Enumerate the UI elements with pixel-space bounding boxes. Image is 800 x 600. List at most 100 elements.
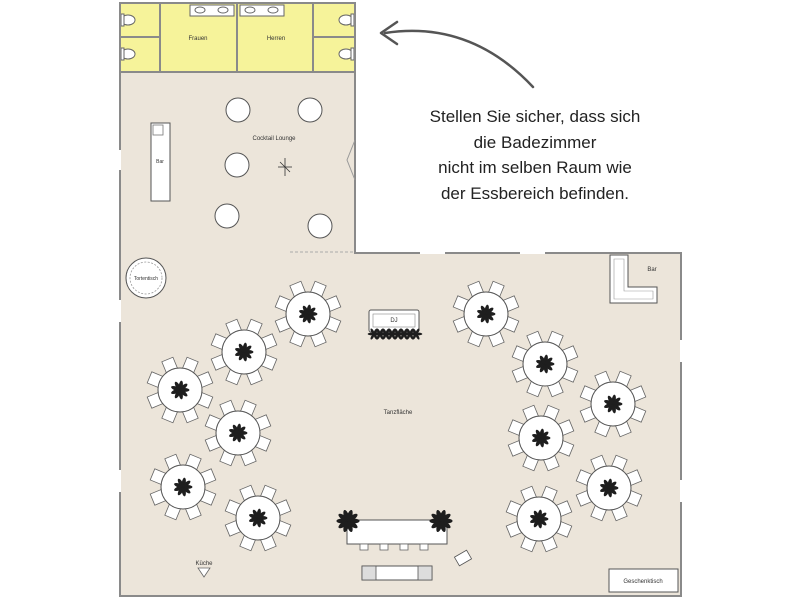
plant-leaf <box>604 399 614 405</box>
centerpiece-plant <box>604 394 623 414</box>
round-table <box>575 454 643 522</box>
round-table <box>210 318 278 386</box>
wall-windows <box>119 150 682 502</box>
plant-leaf <box>600 483 610 489</box>
plant-leaf <box>477 309 487 315</box>
plant-leaf <box>409 328 414 335</box>
plant-leaf <box>397 328 402 335</box>
plant-leaf <box>406 333 411 340</box>
round-table <box>274 280 342 348</box>
centerpiece-plant <box>532 428 551 448</box>
plant-leaf <box>532 433 542 439</box>
plant-leaf <box>538 512 547 520</box>
round-table <box>505 485 573 553</box>
dj-label: DJ <box>390 318 397 324</box>
dance-floor-label: Tanzfläche <box>384 410 413 416</box>
plant-leaf <box>540 431 549 439</box>
plant-leaf <box>376 328 381 335</box>
plant-leaf <box>257 511 266 519</box>
plant-leaf <box>347 513 358 522</box>
plant-leaf <box>379 333 384 340</box>
round-tables <box>146 280 647 553</box>
callout-arrowhead <box>379 20 399 46</box>
plant-leaf <box>382 328 387 335</box>
plant-leaf <box>415 333 420 340</box>
dj-plants <box>367 328 423 340</box>
plant-leaf <box>179 383 188 391</box>
round-table <box>149 453 217 521</box>
men-restroom-label: Herren <box>267 36 285 42</box>
centerpiece-plant <box>477 304 496 324</box>
round-table <box>579 370 647 438</box>
plant-leaf <box>235 347 245 353</box>
plant-leaf <box>485 307 494 315</box>
plant-leaf <box>394 328 399 335</box>
plant-leaf <box>171 385 181 391</box>
callout-arrow <box>383 29 535 89</box>
head-table-chairs <box>359 543 429 551</box>
plant-leaf <box>376 333 381 340</box>
sink-counters <box>189 4 285 17</box>
plant-leaf <box>382 333 387 340</box>
callout-line: nicht im selben Raum wie <box>438 158 632 177</box>
centerpiece-plant <box>536 354 555 374</box>
plant-leaf <box>391 328 396 335</box>
plant-leaf <box>388 328 393 335</box>
plant-leaf <box>388 333 393 340</box>
bar-right-label: Bar <box>647 267 656 273</box>
plant-leaf <box>379 328 384 335</box>
plant-leaf <box>299 309 309 315</box>
restroom-partitions <box>120 3 355 72</box>
lounge-door <box>346 139 356 181</box>
plant-leaf <box>182 480 191 488</box>
plant-leaf <box>174 482 184 488</box>
head-table-plants <box>336 509 453 533</box>
round-table <box>452 280 520 348</box>
cocktail-lounge-label: Cocktail Lounge <box>252 136 296 142</box>
round-table <box>507 404 575 472</box>
bar-left-label: Bar <box>156 159 164 165</box>
kitchen-door <box>197 567 211 578</box>
callout-line: Stellen Sie sicher, dass sich <box>429 107 641 126</box>
callout-note: Stellen Sie sicher, dass sich die Badezi… <box>400 104 670 206</box>
gift-table <box>608 568 679 593</box>
plant-leaf <box>406 328 411 335</box>
centerpiece-plant <box>600 478 619 498</box>
plant-leaf <box>412 328 417 335</box>
kitchen-label: Küche <box>195 561 213 567</box>
plant-leaf <box>229 428 239 434</box>
plant-leaf <box>608 481 617 489</box>
plant-leaf <box>612 397 621 405</box>
cake-table <box>125 257 167 299</box>
round-table <box>224 484 292 552</box>
round-table <box>146 356 214 424</box>
centerpiece-plant <box>174 477 193 497</box>
round-table <box>511 330 579 398</box>
plant-leaf <box>373 328 378 335</box>
plant-leaf <box>370 333 375 340</box>
centerpiece-plant <box>249 508 268 528</box>
plant-leaf <box>370 328 375 335</box>
plant-leaf <box>385 333 390 340</box>
plant-leaf <box>373 333 378 340</box>
bench-end-right <box>417 565 433 581</box>
plant-leaf <box>307 307 316 315</box>
plant-leaf <box>397 333 402 340</box>
plant-leaf <box>237 426 246 434</box>
plant-leaf <box>536 359 546 365</box>
callout-line: die Badezimmer <box>473 132 597 152</box>
centerpiece-plant <box>229 423 248 443</box>
bar-sink <box>152 124 164 136</box>
women-restroom-label: Frauen <box>188 36 207 42</box>
plant-leaf <box>544 357 553 365</box>
outer-walls <box>119 2 682 597</box>
cocktail-tables <box>214 97 333 239</box>
plant-leaf <box>400 333 405 340</box>
small-item <box>453 549 473 567</box>
plant-leaf <box>415 328 420 335</box>
centerpiece-plant <box>299 304 318 324</box>
centerpiece-plant <box>235 342 254 362</box>
plant-leaf <box>385 328 390 335</box>
callout-line: der Essbereich befinden. <box>440 183 630 203</box>
